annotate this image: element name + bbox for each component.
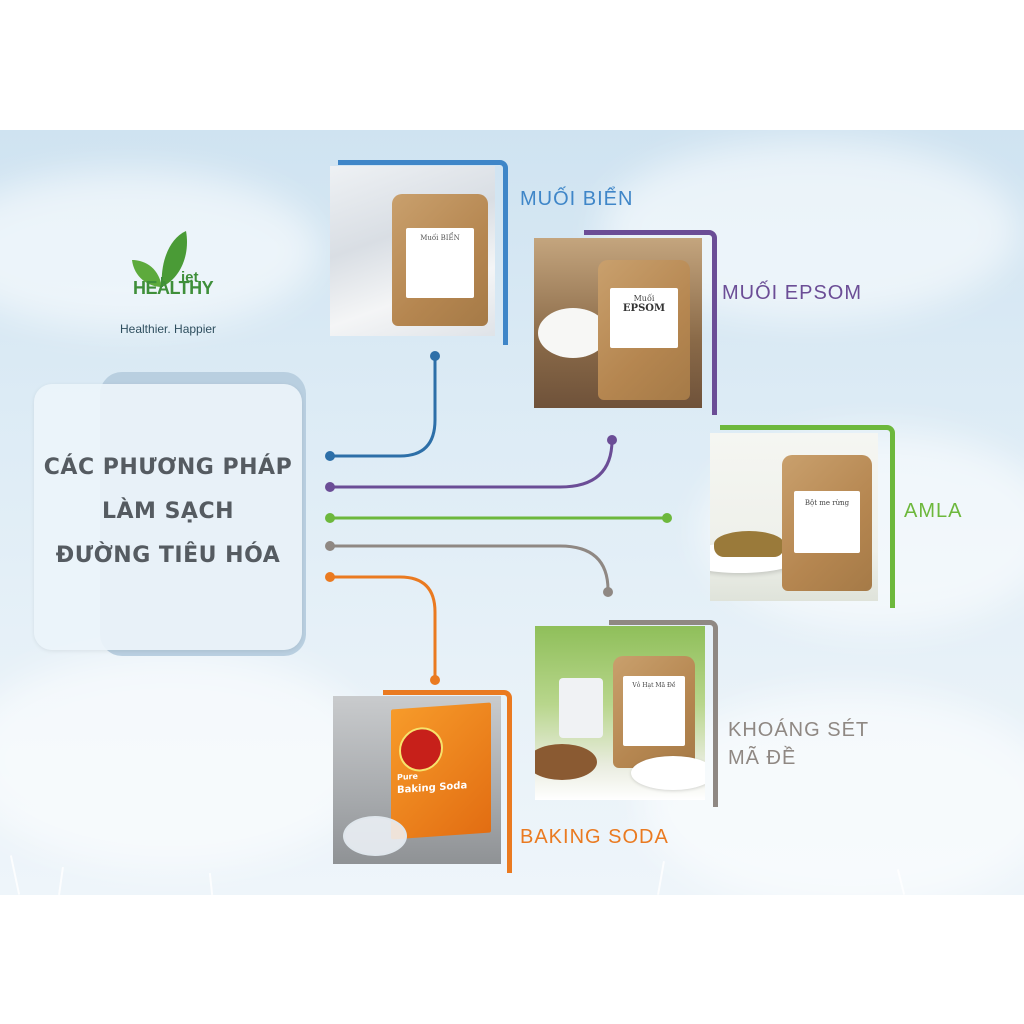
main-title-line-2: LÀM SẠCH — [101, 499, 235, 524]
glass-bowl — [343, 816, 407, 856]
product-pouch: Muối EPSOM — [598, 260, 690, 400]
product-pouch: Muối BIỂN — [392, 194, 488, 326]
main-title: CÁC PHƯƠNG PHÁP LÀM SẠCH ĐƯỜNG TIÊU HÓA — [34, 446, 302, 578]
brand-seal-icon — [399, 725, 443, 773]
label-baking-soda-text: BAKING SODA — [520, 826, 669, 848]
cloud — [0, 650, 380, 870]
main-box — [34, 384, 302, 650]
label-khoang-set-line-2: MÃ ĐỀ — [728, 747, 797, 769]
salt-pile — [538, 308, 608, 358]
main-title-line-3: ĐƯỜNG TIÊU HÓA — [55, 543, 281, 568]
main-title-line-1: CÁC PHƯƠNG PHÁP — [43, 455, 293, 480]
plate — [631, 756, 705, 790]
card-frame — [338, 160, 508, 345]
brand-prefix: iet — [181, 269, 199, 286]
label-muoi-epsom: MUỐI EPSOM — [722, 282, 862, 305]
cloud — [0, 170, 320, 330]
box-text-baking-soda: Baking Soda — [397, 780, 468, 797]
pouch-label: Bột me rừng — [794, 491, 860, 553]
clay-bag — [559, 678, 603, 738]
pouch-label: Muối EPSOM — [610, 288, 678, 348]
pouch-label-text: Vỏ Hạt Mã Đề — [632, 682, 676, 689]
card-amla: Bột me rừng — [710, 425, 895, 608]
leaf-logo-icon — [132, 231, 187, 287]
wooden-bowl — [535, 744, 597, 780]
amla-powder — [714, 531, 784, 557]
pouch-label-text-1: Muối — [633, 294, 655, 303]
epsom-salt-photo: Muối EPSOM — [534, 238, 702, 408]
brand-tagline: Healthier. Happier — [120, 322, 217, 336]
card-khoang-set: Vỏ Hạt Mã Đề — [535, 620, 718, 807]
label-muoi-epsom-text: MUỐI EPSOM — [722, 282, 863, 304]
card-frame — [584, 230, 717, 415]
label-muoi-bien: MUỐI BIỂN — [520, 188, 633, 211]
pouch-label: Muối BIỂN — [406, 228, 474, 298]
pouch-label-text: Bột me rừng — [804, 499, 850, 507]
card-baking-soda: Pure Baking Soda — [333, 690, 512, 873]
pouch-label-text-2: EPSOM — [622, 303, 666, 314]
product-pouch: Bột me rừng — [782, 455, 872, 591]
product-pouch: Vỏ Hạt Mã Đề — [613, 656, 695, 768]
label-baking-soda: BAKING SODA — [520, 826, 669, 849]
pouch-label-text: Muối BIỂN — [420, 234, 460, 242]
card-frame — [720, 425, 895, 608]
label-muoi-bien-text: MUỐI BIỂN — [520, 188, 634, 210]
label-amla: AMLA — [904, 500, 962, 523]
label-amla-text: AMLA — [904, 500, 963, 522]
sea-salt-photo: Muối BIỂN — [330, 166, 495, 336]
card-muoi-bien: Muối BIỂN — [330, 160, 508, 345]
label-khoang-set: KHOÁNG SÉT MÃ ĐỀ — [728, 716, 869, 772]
brand-name: HEALTHY — [133, 278, 214, 298]
baking-soda-box: Pure Baking Soda — [391, 702, 491, 840]
card-muoi-epsom: Muối EPSOM — [534, 230, 717, 415]
psyllium-photo: Vỏ Hạt Mã Đề — [535, 626, 705, 800]
pouch-label: Vỏ Hạt Mã Đề — [623, 676, 685, 746]
baking-soda-photo: Pure Baking Soda — [333, 696, 501, 864]
amla-photo: Bột me rừng — [710, 433, 878, 601]
brand-logo: iet HEALTHY — [133, 269, 214, 299]
box-text-pure: Pure — [397, 771, 418, 783]
card-frame — [383, 690, 512, 873]
label-khoang-set-line-1: KHOÁNG SÉT — [728, 719, 870, 741]
card-frame — [609, 620, 718, 807]
